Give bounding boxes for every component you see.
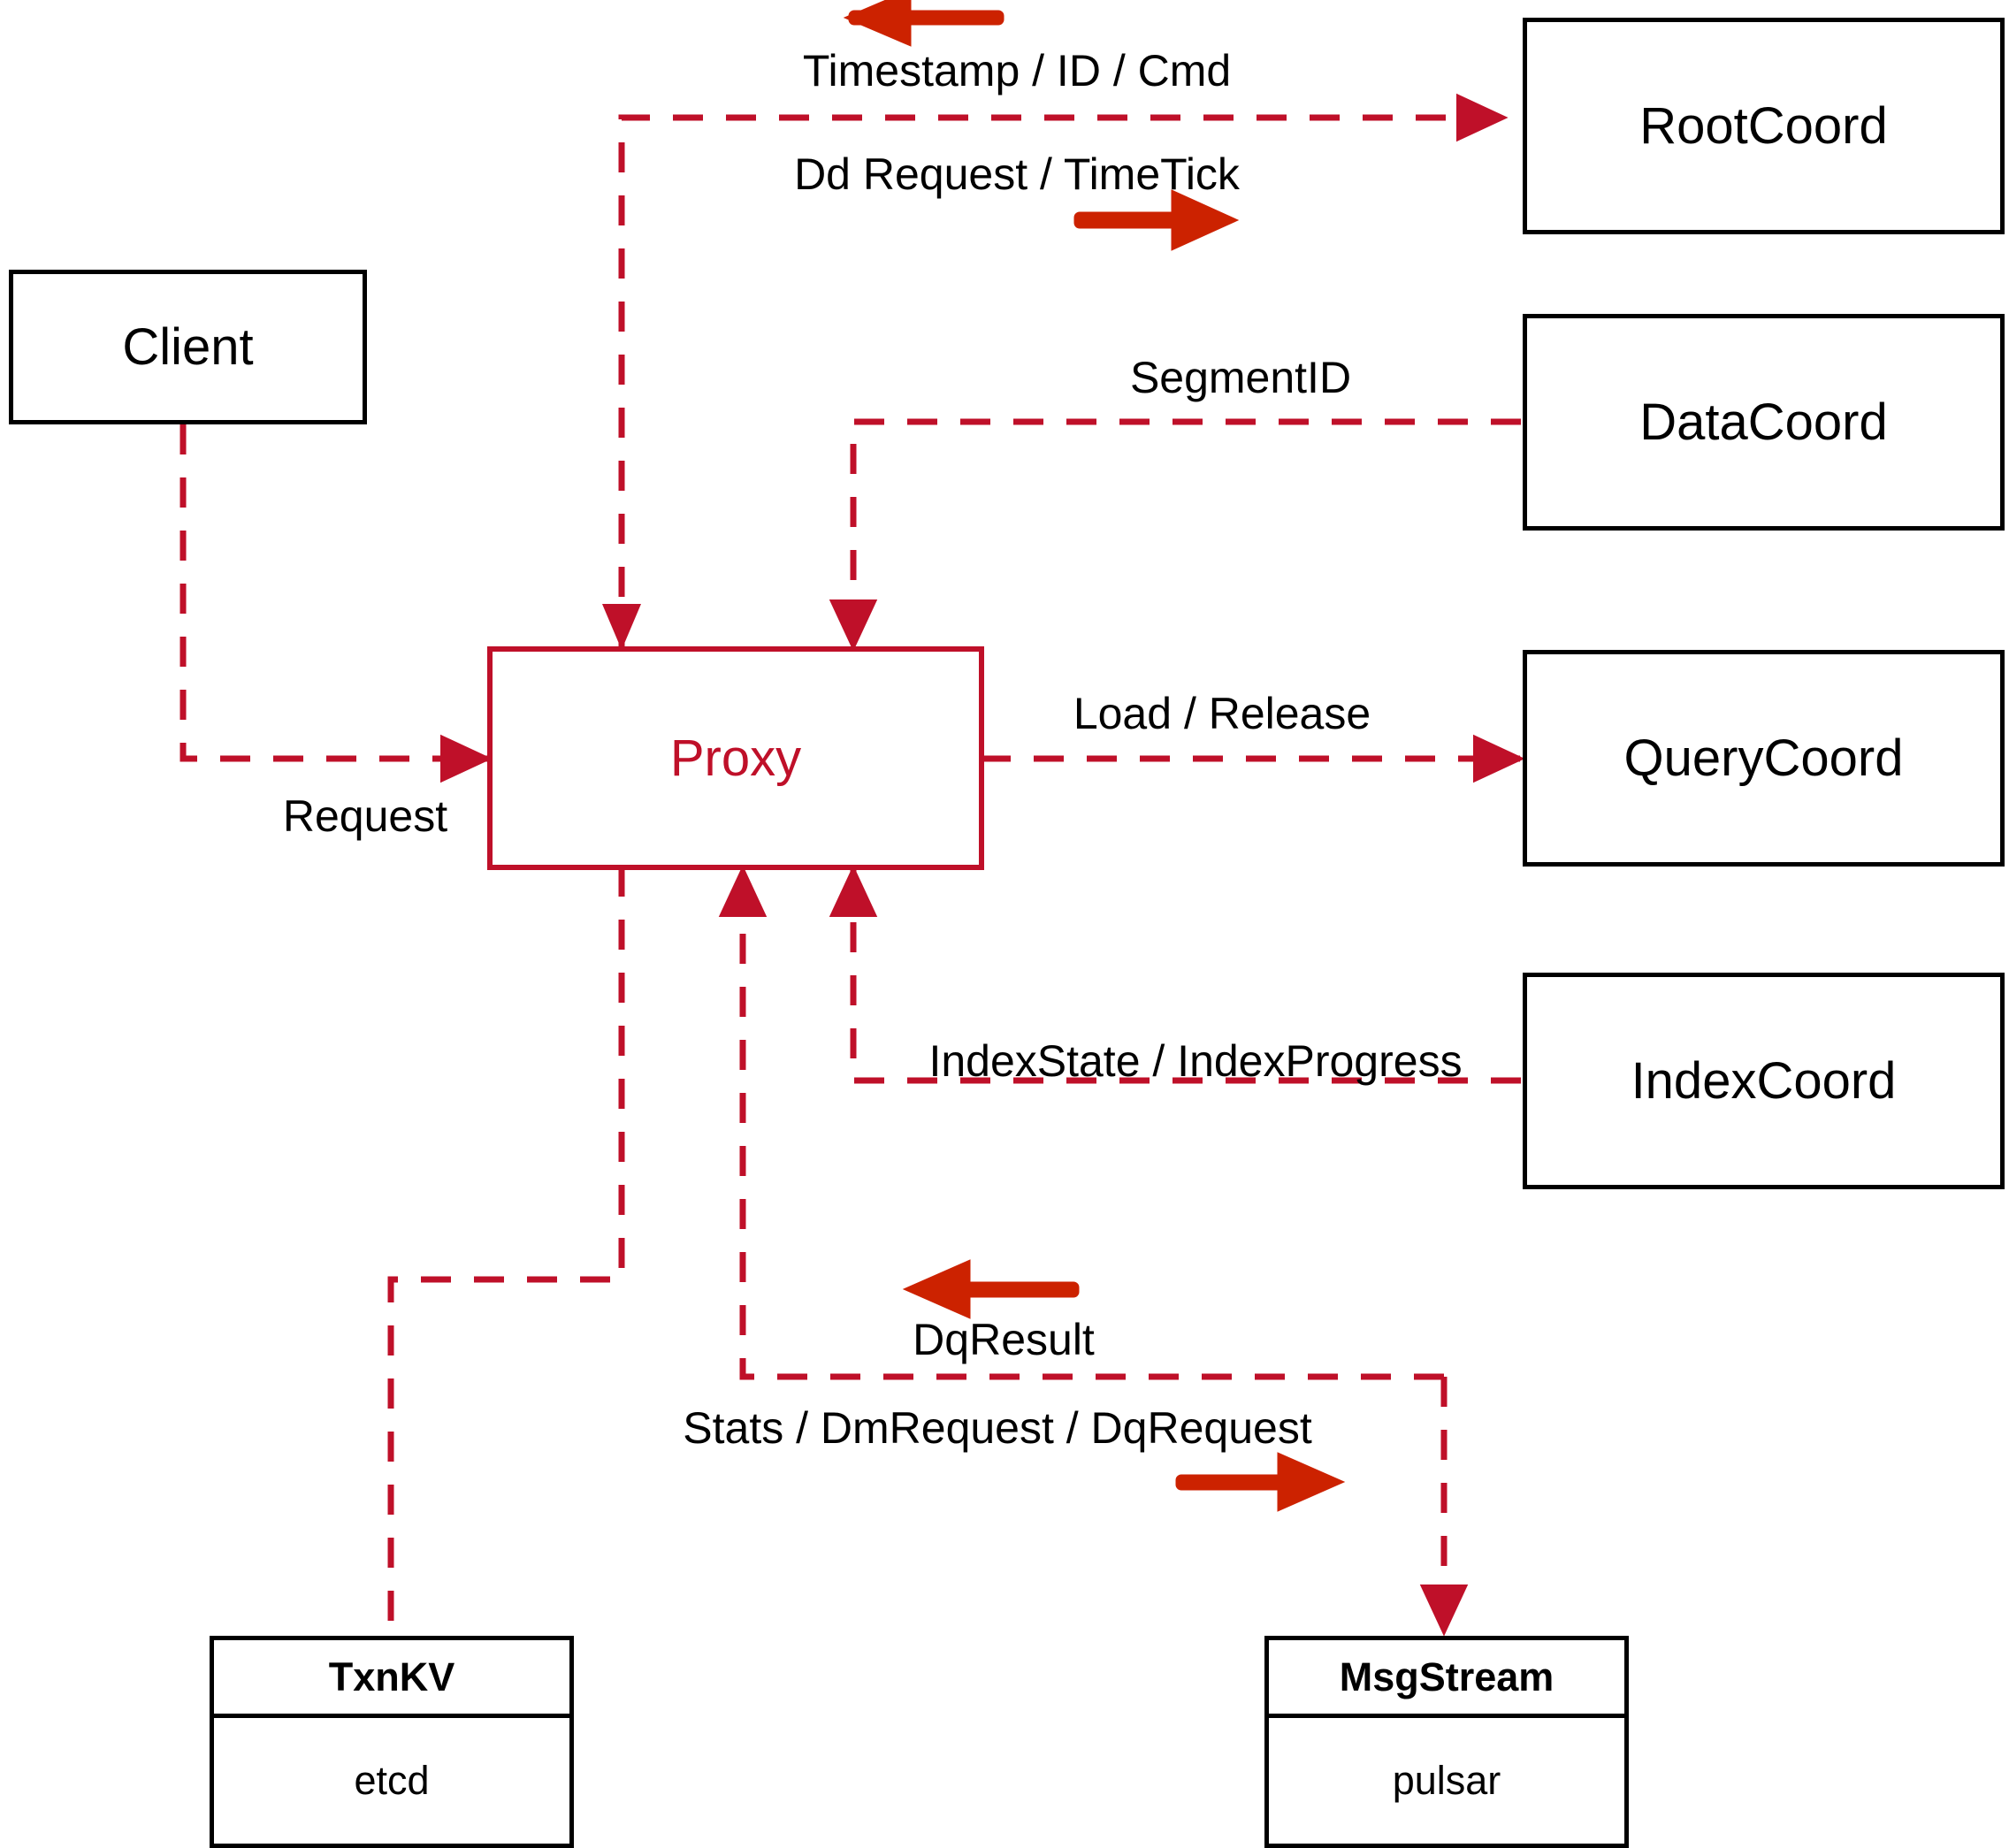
edge-datacoord-proxy [829,418,1521,652]
direction-arrow-right-ddrequest [1073,189,1240,251]
direction-indicators [843,0,1346,1512]
node-msgstream-header: MsgStream [1269,1640,1624,1718]
node-indexcoord[interactable]: IndexCoord [1523,973,2005,1189]
edge-indexcoord-proxy [829,865,1521,1084]
node-datacoord[interactable]: DataCoord [1523,314,2005,531]
edge-label-request: Request [282,791,448,841]
node-txnkv[interactable]: TxnKV etcd [210,1636,574,1848]
edge-label-indexstate-indexprogress: IndexState / IndexProgress [928,1036,1463,1086]
node-txnkv-body: etcd [354,1758,430,1803]
edge-proxy-txnkv [387,867,625,1636]
node-client[interactable]: Client [9,270,367,424]
node-client-label: Client [122,317,254,376]
node-msgstream[interactable]: MsgStream pulsar [1264,1636,1629,1848]
direction-arrow-right-stats [1175,1452,1346,1512]
node-indexcoord-label: IndexCoord [1631,1051,1897,1110]
node-rootcoord-label: RootCoord [1639,96,1888,155]
node-rootcoord[interactable]: RootCoord [1523,18,2005,234]
edge-label-segmentid: SegmentID [1129,353,1352,402]
edge-proxy-rootcoord [618,93,1509,650]
node-querycoord-label: QueryCoord [1623,729,1904,787]
edge-msgstream-proxy [718,865,1444,1380]
edge-label-dd-request-timetick: Dd Request / TimeTick [794,149,1240,199]
edge-label-dqresult: DqResult [913,1315,1095,1364]
arrowheads-into-proxy-top [602,604,873,913]
edge-client-proxy [180,424,493,783]
node-datacoord-label: DataCoord [1639,393,1888,451]
direction-arrow-left-dqresult [902,1259,1080,1319]
node-msgstream-body: pulsar [1392,1758,1501,1803]
edge-label-timestamp-id-cmd: Timestamp / ID / Cmd [802,46,1232,95]
direction-arrow-left-timestamp [843,0,1004,47]
edge-label-stats-dm-dq: Stats / DmRequest / DqRequest [683,1403,1312,1453]
node-querycoord[interactable]: QueryCoord [1523,650,2005,867]
edge-label-load-release: Load / Release [1073,689,1371,738]
node-txnkv-header: TxnKV [214,1640,569,1718]
node-proxy-label: Proxy [669,729,802,787]
node-proxy[interactable]: Proxy [487,646,984,870]
